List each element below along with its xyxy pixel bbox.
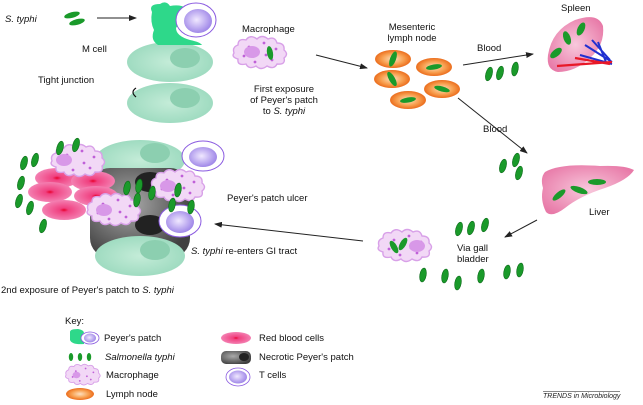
blood-to-spleen-arrow: [462, 52, 534, 66]
red-blood-cell-icon: [221, 332, 251, 344]
key-label-peyers-patch: Peyer's patch: [104, 333, 162, 344]
key-label-necrotic: Necrotic Peyer's patch: [259, 352, 354, 363]
key-label-lymph-node: Lymph node: [106, 389, 158, 400]
first-exposure-prefix: to: [262, 106, 274, 117]
second-exposure-cluster: [13, 137, 225, 276]
necrotic-patch-icon: [221, 351, 251, 364]
first-exposure-italic: S. typhi: [273, 106, 306, 117]
liver-to-gall-arrow: [504, 219, 538, 238]
macrophage-label: Macrophage: [242, 24, 295, 35]
macrophage-icon: [65, 363, 101, 386]
reenters-rest: re-enters GI tract: [222, 246, 298, 257]
key-label-salmonella: Salmonella typhi: [105, 352, 175, 363]
reenter-arrow: [214, 221, 364, 242]
salmonella-icon: [68, 353, 92, 361]
second-exposure-prefix: 2nd exposure of Peyer's patch to: [1, 285, 143, 296]
to-lymph-arrow: [315, 54, 368, 70]
m-cell-label: M cell: [82, 44, 107, 55]
macrophage-first: [232, 35, 288, 70]
via-gall-line2: bladder: [457, 254, 489, 265]
s-typhi-pair: [64, 11, 85, 26]
macrophage-gall: [377, 228, 433, 263]
key-icons: [65, 329, 251, 400]
mesenteric-line1: Mesenteric: [388, 22, 436, 33]
second-exposure-label: 2nd exposure of Peyer's patch to S. typh…: [1, 285, 174, 296]
reenters-italic: S. typhi: [191, 246, 223, 257]
first-exposure-label: First exposure of Peyer's patch to S. ty…: [244, 84, 324, 117]
spleen-label: Spleen: [561, 3, 591, 14]
ulcer-label: Peyer's patch ulcer: [227, 193, 308, 204]
blood-label-2: Blood: [483, 124, 508, 135]
blood-bacteria-2: [497, 152, 525, 181]
journal-credit: TRENDS in Microbiology: [543, 391, 621, 400]
t-cell-icon: [225, 367, 251, 387]
tight-junction-label: Tight junction: [38, 75, 95, 86]
peyers-patch-icon: [70, 329, 100, 345]
blood-label-1: Blood: [477, 43, 502, 54]
m-cell-stack: [127, 2, 217, 123]
via-gall-label: Via gall bladder: [457, 243, 489, 265]
mesenteric-line2: lymph node: [387, 33, 437, 44]
first-exposure-line1: First exposure: [253, 84, 315, 95]
spleen: [547, 17, 613, 72]
lymph-node-icon: [66, 388, 94, 400]
key-title: Key:: [65, 316, 85, 327]
key-label-t-cells: T cells: [259, 370, 287, 381]
blood-bacteria-1: [483, 61, 520, 82]
liver: [541, 165, 634, 215]
blood-to-liver-arrow: [457, 97, 528, 154]
liver-label: Liver: [589, 207, 610, 218]
mesenteric-lymph-nodes: [374, 50, 460, 109]
key-label-rbc: Red blood cells: [259, 333, 324, 344]
second-exposure-italic: S. typhi: [142, 285, 174, 296]
tight-junction-mark: [132, 87, 137, 98]
s-typhi-label: S. typhi: [5, 14, 37, 25]
first-exposure-line3: to S. typhi: [244, 106, 324, 117]
via-gall-line1: Via gall: [457, 243, 488, 254]
reenters-label: S. typhi re-enters GI tract: [191, 246, 297, 257]
key-label-macrophage: Macrophage: [106, 370, 159, 381]
mesenteric-label: Mesenteric lymph node: [380, 22, 444, 44]
first-exposure-line2: of Peyer's patch: [250, 95, 318, 106]
